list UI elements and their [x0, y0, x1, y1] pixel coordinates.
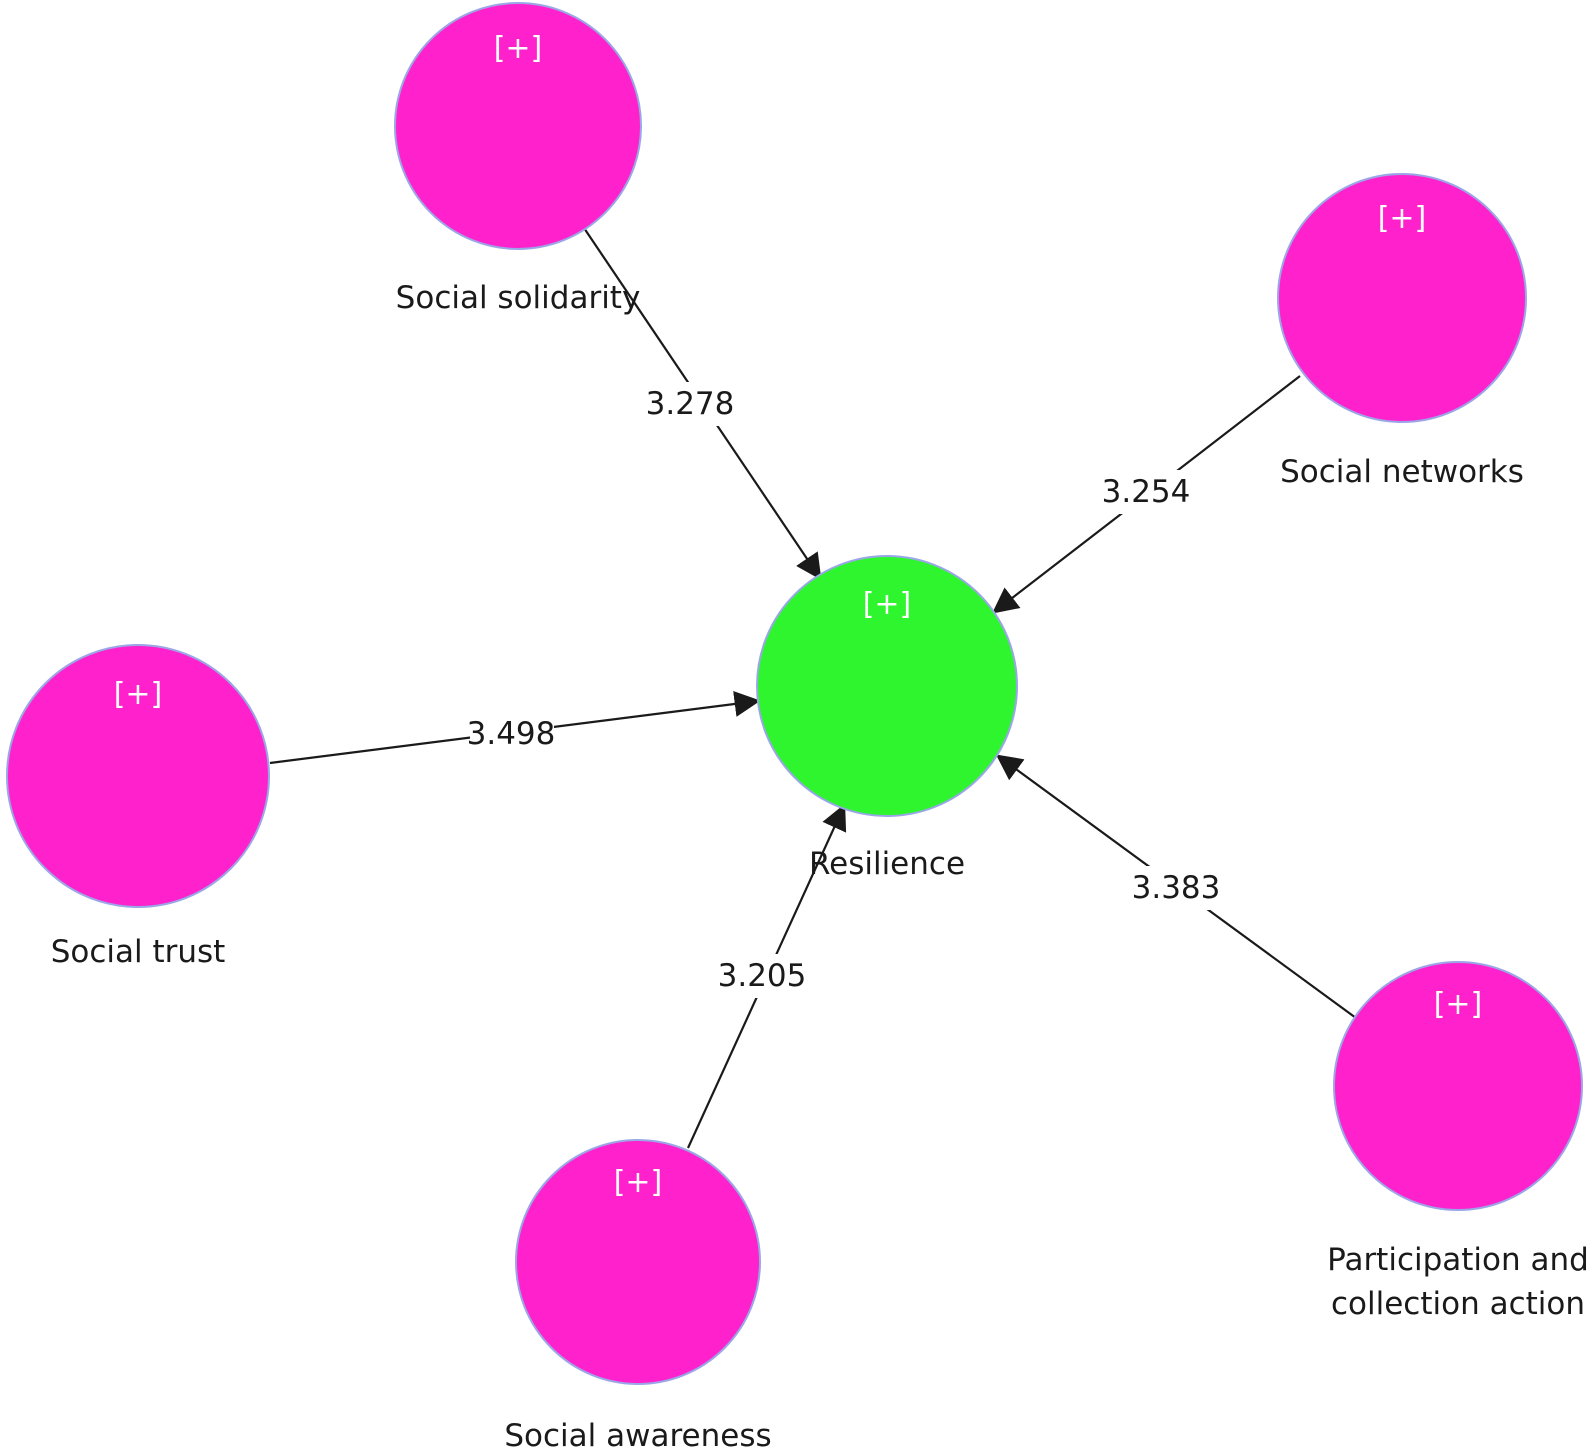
latent-variable-circle — [515, 1139, 761, 1385]
expand-toggle[interactable]: [+] — [614, 1165, 663, 1200]
expand-toggle[interactable]: [+] — [494, 31, 543, 66]
path-social-solidarity-to-resilience[interactable]: 3.278 — [583, 227, 822, 581]
latent-variable-circle — [394, 2, 642, 250]
node-social-awareness[interactable]: [+] Social awareness — [504, 1139, 772, 1454]
path-coefficient-label: 3.383 — [1132, 870, 1221, 906]
node-label: Social networks — [1280, 454, 1524, 490]
node-social-networks[interactable]: [+] Social networks — [1277, 173, 1527, 490]
expand-toggle[interactable]: [+] — [114, 677, 163, 712]
expand-toggle[interactable]: [+] — [1378, 201, 1427, 236]
node-label: Social solidarity — [396, 280, 641, 316]
node-social-solidarity[interactable]: [+] Social solidarity — [394, 2, 642, 316]
path-participation-to-resilience[interactable]: 3.383 — [995, 754, 1357, 1019]
path-social-networks-to-resilience[interactable]: 3.254 — [991, 375, 1301, 614]
path-coefficient-label: 3.278 — [646, 386, 735, 422]
path-social-awareness-to-resilience[interactable]: 3.205 — [686, 803, 847, 1149]
path-label-bg — [1134, 866, 1218, 910]
path-coefficient-label: 3.205 — [718, 958, 807, 994]
path-label-bg — [470, 712, 554, 756]
expand-toggle[interactable]: [+] — [863, 587, 912, 622]
path-label-bg — [650, 382, 730, 426]
path-label-bg — [720, 954, 804, 998]
node-label: Resilience — [809, 846, 965, 882]
node-label-line-1: Participation and — [1327, 1242, 1589, 1278]
expand-toggle[interactable]: [+] — [1434, 987, 1483, 1022]
node-participation-and-collection-action[interactable]: [+] Participation and collection action — [1327, 961, 1589, 1322]
path-coefficient-label: 3.254 — [1102, 474, 1191, 510]
node-social-trust[interactable]: [+] Social trust — [6, 644, 270, 970]
node-label-line-2: collection action — [1331, 1286, 1585, 1322]
path-coefficient-label: 3.498 — [467, 716, 556, 752]
path-label-bg — [1104, 470, 1184, 514]
node-resilience[interactable]: [+] Resilience — [756, 555, 1018, 882]
node-label: Social awareness — [504, 1418, 771, 1454]
latent-variable-circle — [1277, 173, 1527, 423]
path-social-trust-to-resilience[interactable]: 3.498 — [269, 691, 761, 765]
latent-variable-circle — [1333, 961, 1583, 1211]
latent-variable-circle — [6, 644, 270, 908]
node-label: Social trust — [51, 934, 226, 970]
latent-variable-circle — [756, 555, 1018, 817]
